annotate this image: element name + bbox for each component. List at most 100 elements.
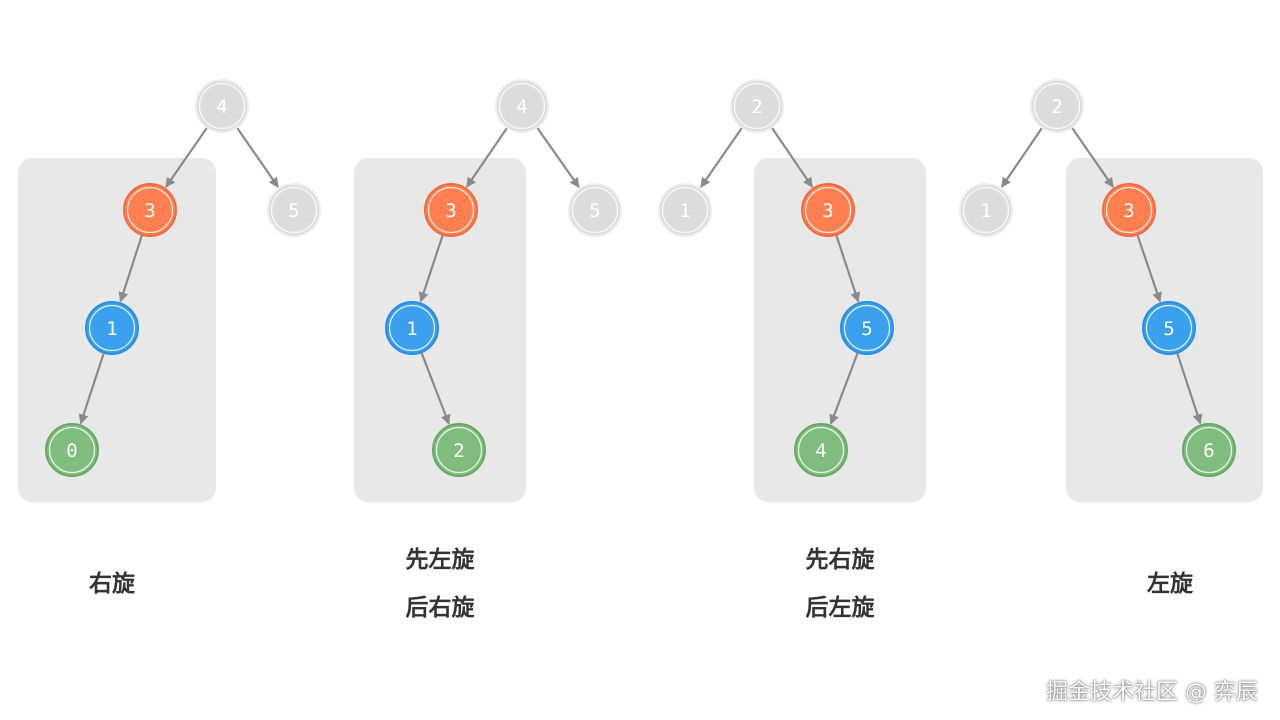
caption-line: 后右旋 [405, 595, 475, 621]
tree-node-label: 1 [406, 318, 417, 340]
tree-node-label: 4 [516, 96, 527, 118]
tree-node-circle [1142, 301, 1196, 355]
tree-node-inner-ring [1145, 304, 1193, 352]
tree-node-label: 3 [1123, 200, 1134, 222]
tree-node-circle [568, 183, 622, 237]
tree-node: 0 [45, 423, 99, 477]
tree-edge-arrow [78, 353, 105, 425]
tree-node: 3 [123, 183, 177, 237]
tree-node-circle [195, 79, 249, 133]
tree-edge-arrow [118, 235, 143, 303]
tree-node-inner-ring [270, 186, 318, 234]
tree-edge-arrow [700, 127, 743, 188]
tree-node-label: 6 [1203, 440, 1214, 462]
tree-node: 4 [495, 79, 549, 133]
tree-node: 4 [794, 423, 848, 477]
tree-node-label: 4 [815, 440, 826, 462]
tree-node-circle [45, 423, 99, 477]
tree-node-inner-ring [126, 186, 174, 234]
tree-node: 1 [85, 301, 139, 355]
tree-node: 3 [801, 183, 855, 237]
tree-node-circle [424, 183, 478, 237]
tree-node-inner-ring [962, 186, 1010, 234]
tree-node-circle [85, 301, 139, 355]
tree-node: 1 [658, 183, 712, 237]
tree-node-inner-ring [843, 304, 891, 352]
tree-node: 3 [424, 183, 478, 237]
tree-node-label: 1 [980, 200, 991, 222]
subtree-highlight-panel [754, 158, 926, 502]
caption-line: 后左旋 [805, 595, 875, 621]
tree-node-label: 5 [288, 200, 299, 222]
tree-node-circle [495, 79, 549, 133]
tree-node: 5 [568, 183, 622, 237]
tree-node-label: 4 [216, 96, 227, 118]
tree-node-inner-ring [427, 186, 475, 234]
tree-node: 2 [432, 423, 486, 477]
tree-node-circle [432, 423, 486, 477]
tree-node-circle [801, 183, 855, 237]
tree-node-inner-ring [661, 186, 709, 234]
caption-line: 左旋 [1147, 571, 1193, 597]
tree-node: 4 [195, 79, 249, 133]
tree-edge-arrow [165, 127, 208, 188]
tree-node: 5 [267, 183, 321, 237]
tree-node-inner-ring [571, 186, 619, 234]
tree-node-inner-ring [388, 304, 436, 352]
tree-node: 1 [385, 301, 439, 355]
tree-node-inner-ring [733, 82, 781, 130]
tree-node-circle [1030, 79, 1084, 133]
tree-node-inner-ring [1033, 82, 1081, 130]
tree-edge-arrow [1000, 127, 1043, 188]
tree-node: 5 [840, 301, 894, 355]
tree-node-circle [267, 183, 321, 237]
tree-node-inner-ring [804, 186, 852, 234]
tree-node-inner-ring [797, 426, 845, 474]
tree-node-inner-ring [88, 304, 136, 352]
subtree-highlight-panel [354, 158, 526, 502]
tree-edge-arrow [771, 127, 814, 188]
tree-node-label: 3 [144, 200, 155, 222]
watermark: 掘金技术社区 @ 弈辰 [1046, 680, 1258, 705]
tree-node-label: 2 [1051, 96, 1062, 118]
tree-node-circle [840, 301, 894, 355]
tree-node-circle [123, 183, 177, 237]
tree-edge-arrow [1071, 127, 1114, 188]
tree-node-circle [658, 183, 712, 237]
tree-node-label: 2 [453, 440, 464, 462]
tree-node-circle [959, 183, 1013, 237]
tree-node-label: 0 [66, 440, 77, 462]
tree-node: 3 [1102, 183, 1156, 237]
tree-node-circle [1182, 423, 1236, 477]
tree-node-label: 5 [589, 200, 600, 222]
caption-line: 先右旋 [805, 547, 875, 573]
tree-node-label: 5 [861, 318, 872, 340]
tree-node-label: 5 [1163, 318, 1174, 340]
tree-node: 5 [1142, 301, 1196, 355]
tree-edge-arrow [536, 127, 580, 188]
caption-left-right-rotation: 先左旋 后右旋 [360, 536, 520, 632]
tree-node-circle [385, 301, 439, 355]
tree-edge-arrow [420, 352, 451, 425]
caption-right-rotation: 右旋 [32, 560, 192, 608]
tree-edge-arrow [1176, 353, 1203, 425]
tree-node-label: 1 [679, 200, 690, 222]
tree-node-label: 3 [445, 200, 456, 222]
tree-node-inner-ring [435, 426, 483, 474]
tree-node-circle [1102, 183, 1156, 237]
tree-edge-arrow [835, 235, 861, 303]
tree-node-inner-ring [198, 82, 246, 130]
tree-edge-arrow [418, 235, 444, 303]
caption-line: 先左旋 [405, 547, 475, 573]
tree-node: 1 [959, 183, 1013, 237]
tree-node-label: 2 [751, 96, 762, 118]
tree-node: 6 [1182, 423, 1236, 477]
tree-node-inner-ring [498, 82, 546, 130]
tree-node: 2 [1030, 79, 1084, 133]
tree-node-circle [730, 79, 784, 133]
tree-edge-arrow [1136, 235, 1162, 303]
tree-node-label: 3 [822, 200, 833, 222]
tree-edge-arrow [465, 127, 508, 188]
tree-edge-arrow [829, 352, 859, 425]
